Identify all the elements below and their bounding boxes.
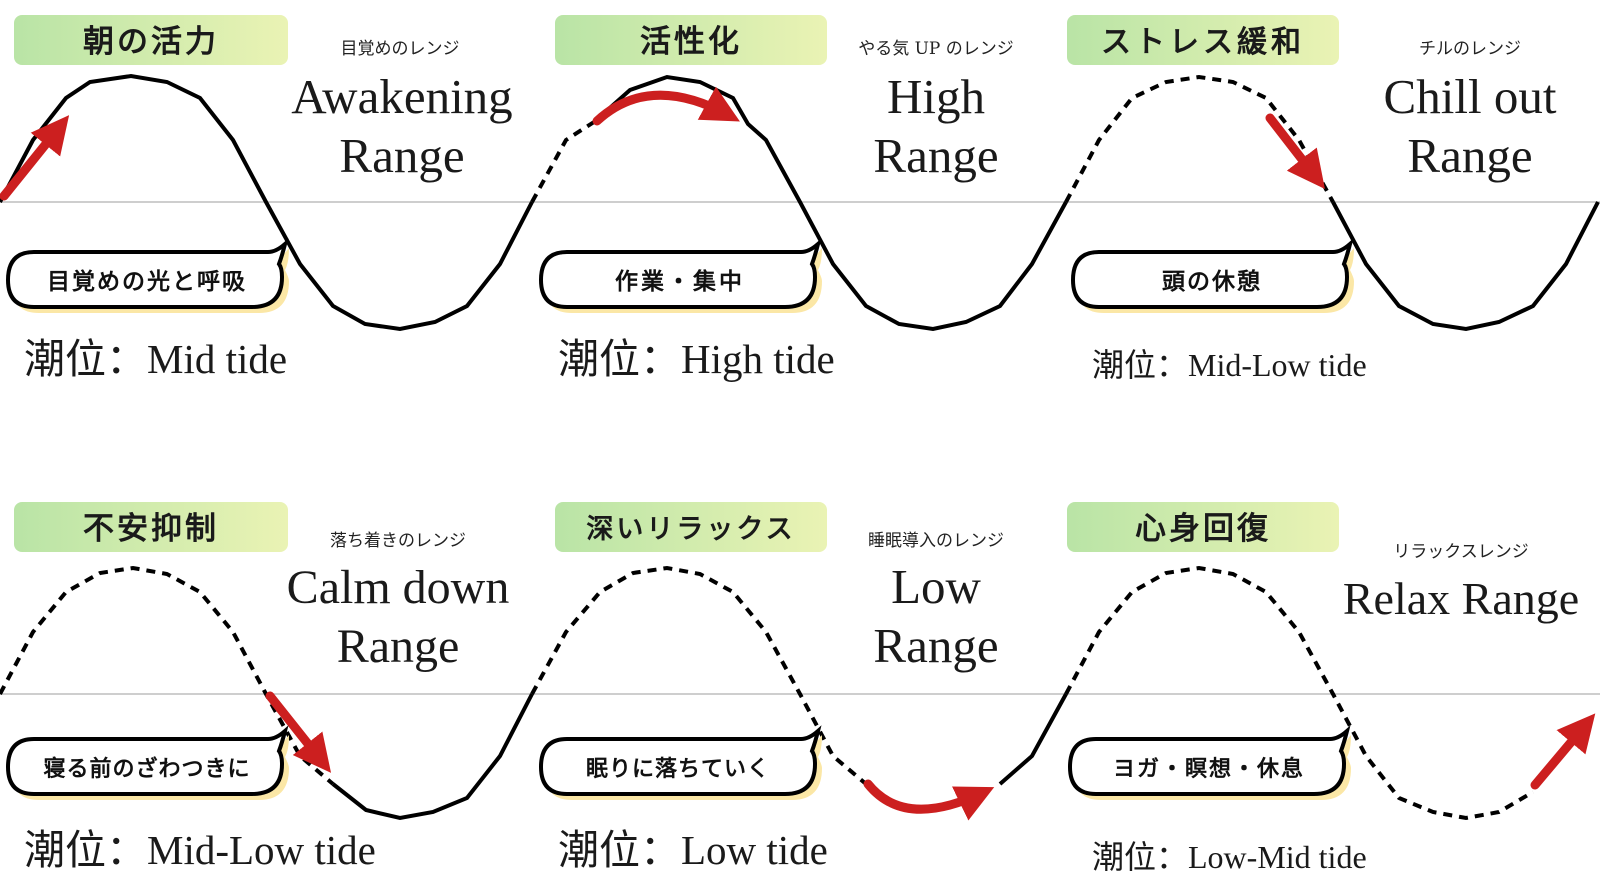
range-subtitle: チルのレンジ <box>1419 39 1521 59</box>
panel-calm-down: 不安抑制 落ち着きのレンジ Calm down Range 寝る前のざわつきに … <box>5 502 510 873</box>
range-subtitle: 落ち着きのレンジ <box>330 531 466 551</box>
wave-segment-dotted <box>1064 74 1335 203</box>
range-subtitle: リラックスレンジ <box>1393 542 1529 562</box>
wave-segment-solid <box>1331 201 1600 332</box>
bubble-label: 眠りに落ちていく <box>586 757 770 782</box>
range-title-line-1: Calm down <box>287 561 510 614</box>
tag-pill <box>14 15 288 65</box>
wave-segment-dotted <box>530 565 868 786</box>
panel-high: 活性化 やる気 UP のレンジ High Range 作業・集中 潮位：High… <box>538 15 1014 382</box>
wave-segment-solid <box>592 74 1068 332</box>
tide-level: 潮位：Low tide <box>558 827 828 873</box>
tag-label: 深いリラックス <box>586 514 795 545</box>
panel-low: 深いリラックス 睡眠導入のレンジ Low Range 眠りに落ちていく 潮位：L… <box>538 502 1004 873</box>
bubble-label: 頭の休憩 <box>1162 268 1262 295</box>
tag-pill <box>1067 502 1339 552</box>
tide-level: 潮位：High tide <box>558 336 835 382</box>
bubble-label: ヨガ・瞑想・休息 <box>1113 756 1305 782</box>
range-subtitle: 目覚めのレンジ <box>341 39 460 59</box>
arrow-rising-icon <box>1530 713 1596 790</box>
wave-segment-dotted <box>1064 565 1535 821</box>
panel-chill-out: ストレス緩和 チルのレンジ Chill out Range 頭の休憩 潮位：Mi… <box>1067 15 1557 383</box>
range-title-line-1: Low <box>891 559 981 614</box>
bubble-label: 目覚めの光と呼吸 <box>47 269 247 295</box>
arrow-falling-icon <box>1265 113 1325 189</box>
speech-bubble: 目覚めの光と呼吸 <box>5 238 289 313</box>
speech-bubble-shape <box>1067 725 1351 796</box>
speech-bubble: ヨガ・瞑想・休息 <box>1067 725 1351 800</box>
arrow-rising-icon <box>0 115 70 201</box>
red-arrows <box>0 86 1596 821</box>
speech-bubble-shape <box>538 238 822 309</box>
range-title-line-1: High <box>887 69 985 124</box>
tag-label: ストレス緩和 <box>1101 25 1305 60</box>
wave-bottom <box>0 565 1535 821</box>
wave-segment-dotted <box>0 565 335 786</box>
tide-level: 潮位：Mid-Low tide <box>1092 347 1367 383</box>
range-title-line-1: Awakening <box>291 69 512 124</box>
panel-relax: 心身回復 リラックスレンジ Relax Range ヨガ・瞑想・休息 潮位：Lo… <box>1067 502 1579 875</box>
bubble-label: 寝る前のざわつきに <box>43 756 250 782</box>
range-title-line-2: Range <box>873 128 998 183</box>
speech-bubble: 作業・集中 <box>538 238 822 313</box>
wave-segment-solid <box>331 693 534 821</box>
range-title-line-2: Range <box>1407 128 1532 183</box>
tide-level: 潮位：Low-Mid tide <box>1092 839 1367 875</box>
arrow-curve-up-icon <box>592 86 740 126</box>
arrow-curve-up-icon <box>863 779 995 821</box>
wave-segment-solid <box>0 73 534 332</box>
speech-bubble-shape <box>1070 238 1354 309</box>
range-subtitle: 睡眠導入のレンジ <box>868 531 1004 551</box>
range-title-line-2: Range <box>339 128 464 183</box>
speech-bubble-shape <box>538 725 822 796</box>
tag-label: 朝の活力 <box>83 24 219 60</box>
tag-pill <box>1067 15 1339 65</box>
range-subtitle: やる気 UP のレンジ <box>858 39 1014 59</box>
bubble-label: 作業・集中 <box>615 268 745 295</box>
tag-label: 不安抑制 <box>83 511 219 547</box>
tag-label: 心身回復 <box>1135 511 1271 547</box>
arrow-falling-icon <box>265 691 332 773</box>
tag-pill <box>555 15 827 65</box>
tag-pill <box>555 502 827 552</box>
speech-bubble: 眠りに落ちていく <box>538 725 822 800</box>
tide-level: 潮位：Mid tide <box>24 336 287 382</box>
range-title-line-1: Relax Range <box>1343 573 1579 624</box>
speech-bubble-shape <box>5 238 289 309</box>
range-title-line-2: Range <box>337 620 460 673</box>
wave-segment-dotted <box>530 120 596 203</box>
tag-label: 活性化 <box>640 24 742 60</box>
range-title-line-1: Chill out <box>1384 69 1557 124</box>
speech-bubble: 寝る前のざわつきに <box>5 725 289 800</box>
wave-segment-solid <box>998 693 1068 786</box>
wave-top <box>0 73 1600 332</box>
range-title-line-2: Range <box>873 618 998 673</box>
panel-awakening: 朝の活力 目覚めのレンジ Awakening Range 目覚めの光と呼吸 潮位… <box>5 15 513 382</box>
tag-pill <box>14 502 288 552</box>
speech-bubble-shape <box>5 725 289 796</box>
tide-level: 潮位：Mid-Low tide <box>24 827 376 873</box>
speech-bubble: 頭の休憩 <box>1070 238 1354 313</box>
